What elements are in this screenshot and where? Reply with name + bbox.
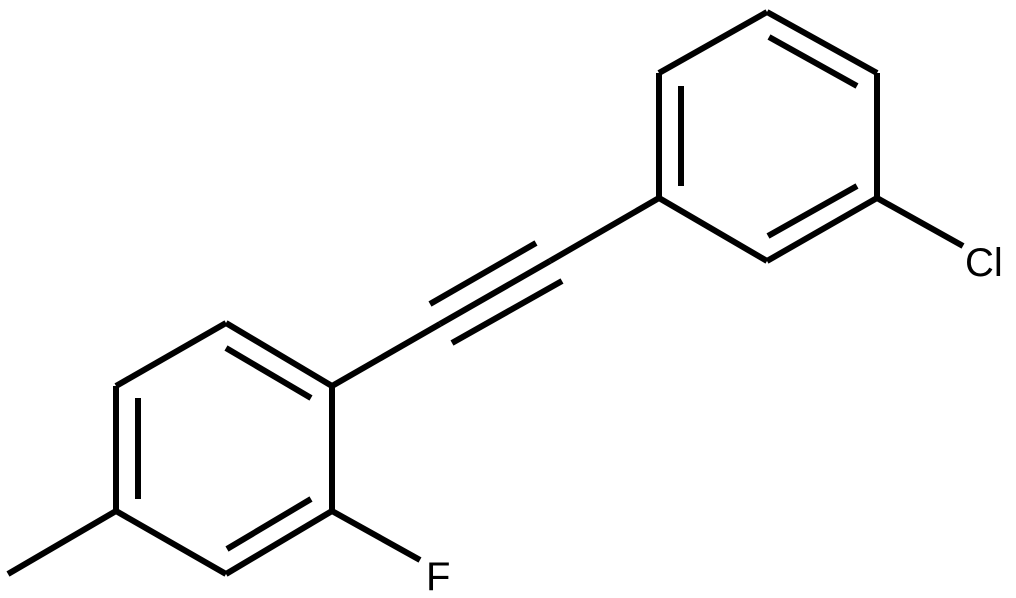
carbon-fluorine-bond <box>330 508 422 563</box>
bond <box>114 508 228 577</box>
aromatic-inner-bond <box>766 183 859 239</box>
chlorine-atom-label: Cl <box>965 241 1003 285</box>
bond <box>438 258 552 327</box>
methyl-bond <box>6 508 118 577</box>
bond <box>224 508 334 577</box>
bond <box>114 320 228 389</box>
bond <box>765 195 879 264</box>
bond <box>224 320 334 389</box>
aromatic-inner-bond <box>224 345 313 401</box>
carbon-chlorine-bond <box>875 195 965 249</box>
bond <box>765 9 879 76</box>
bond <box>428 240 538 307</box>
chlorophenyl-ring <box>656 9 880 264</box>
aromatic-inner-bond <box>225 496 313 552</box>
bond <box>657 195 769 264</box>
bond <box>657 9 769 76</box>
alkyne-triple-bond <box>330 195 661 389</box>
aromatic-inner-bond <box>767 34 859 89</box>
fluorine-atom-label: F <box>426 555 450 598</box>
bond <box>548 195 661 264</box>
bond <box>330 321 442 389</box>
bond <box>450 278 564 346</box>
fluoromethylphenyl-ring <box>113 320 335 577</box>
